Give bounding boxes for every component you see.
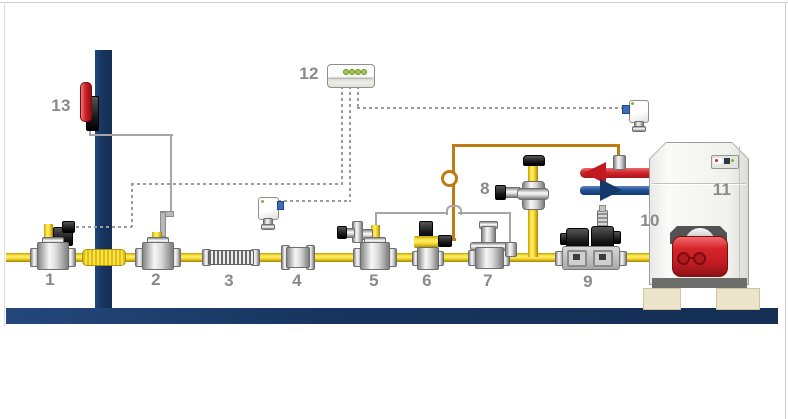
- flex-connector-body: [208, 250, 254, 265]
- label-13: 13: [51, 96, 71, 115]
- valve1-stem: [44, 224, 53, 239]
- signal-line-panel-to-sensor: [278, 200, 351, 202]
- boiler-display-window: [713, 158, 723, 164]
- control-panel-led: [361, 69, 367, 75]
- signal-line-panel-to-sensor: [349, 86, 351, 202]
- capillary-line: [452, 184, 455, 240]
- return-arrow-right-icon: [600, 179, 622, 201]
- signal-line-panel-to-boiler-sensor: [357, 107, 625, 109]
- cable-switch-to-valve2: [170, 134, 172, 213]
- valve5-riser: [371, 225, 380, 244]
- signal-line-panel-to-valve1: [131, 183, 133, 227]
- boiler-side-seam: [739, 146, 740, 283]
- label-5: 5: [369, 271, 379, 290]
- control-panel-led: [343, 69, 349, 75]
- control-panel-box: [327, 64, 375, 88]
- label-10: 10: [640, 211, 660, 230]
- valve6-capillary-port: [438, 235, 452, 247]
- capillary-line: [452, 147, 455, 173]
- riser-end-cap: [523, 155, 545, 166]
- impulse-tap-fitting: [505, 242, 517, 257]
- gas-main-pipe: [6, 253, 676, 262]
- coupling-body: [286, 247, 310, 268]
- gas-valve9-window-inner: [573, 254, 580, 260]
- valve1-solenoid-cap: [62, 221, 75, 233]
- valve5-body: [360, 242, 390, 270]
- valve8-tip: [495, 185, 506, 200]
- valve1-body: [37, 242, 69, 270]
- label-2: 2: [151, 270, 161, 289]
- valve8-flange: [517, 188, 549, 200]
- gauge-tip: [337, 226, 347, 239]
- control-panel-led: [355, 69, 361, 75]
- boiler-display-screen: [724, 158, 730, 164]
- label-9: 9: [583, 272, 593, 291]
- emergency-switch-handle: [80, 82, 92, 122]
- wall-sleeve: [82, 249, 126, 266]
- impulse-line-crossover: [446, 205, 462, 215]
- impulse-line: [458, 212, 511, 214]
- gas-sensor-connector: [277, 201, 284, 210]
- label-7: 7: [483, 271, 493, 290]
- boiler-display-red-led: [715, 159, 718, 162]
- floor: [6, 308, 778, 324]
- signal-line-panel-to-valve1: [131, 183, 343, 185]
- flow-arrow-left-icon: [584, 162, 606, 184]
- signal-line-panel-to-valve1: [70, 226, 132, 228]
- valve6-body: [417, 247, 439, 270]
- signal-line-panel-to-boiler-sensor: [357, 86, 359, 109]
- valve2-body: [142, 242, 174, 270]
- boiler-panel-seam: [652, 183, 746, 184]
- wall: [95, 50, 112, 308]
- capillary-line: [452, 144, 620, 147]
- label-1: 1: [45, 270, 55, 289]
- boiler-sensor-led: [631, 102, 634, 105]
- valve2-stem: [152, 232, 162, 240]
- impulse-line: [509, 212, 511, 244]
- impulse-line: [375, 212, 377, 227]
- flow-pipe-red: [580, 168, 656, 178]
- boiler-sensor-connector: [622, 105, 630, 114]
- boiler-sensor-foot: [632, 126, 646, 132]
- burner-sight-glass: [677, 252, 690, 265]
- label-4: 4: [292, 271, 302, 290]
- boiler-panel-seam: [652, 184, 746, 185]
- valve6-tee: [414, 236, 439, 248]
- frame-top-border: [0, 2, 788, 3]
- gas-valve9-window-inner: [599, 254, 606, 260]
- label-8: 8: [480, 179, 490, 198]
- label-6: 6: [422, 271, 432, 290]
- burner-sight-bar: [683, 257, 699, 259]
- label-11: 11: [712, 180, 732, 199]
- signal-line-panel-to-valve1: [341, 86, 343, 184]
- gas-sensor-foot: [261, 224, 275, 230]
- boiler-foot-right: [716, 288, 760, 310]
- capillary-loop: [441, 170, 458, 187]
- boiler-display-green-led: [731, 159, 734, 162]
- capillary-line: [617, 146, 620, 158]
- control-panel-groove: [329, 78, 372, 79]
- frame-left-border: [4, 2, 5, 326]
- boiler-foot-left: [643, 288, 681, 310]
- regulator-body: [475, 247, 504, 269]
- capillary-pipe-fitting: [613, 155, 626, 170]
- frame-right-border: [785, 2, 786, 419]
- gas-sensor-led: [261, 200, 264, 203]
- boiler-base: [652, 278, 747, 288]
- cable-switch-to-valve2: [89, 134, 173, 136]
- control-panel-led: [349, 69, 355, 75]
- label-3: 3: [224, 271, 234, 290]
- burner-sight-glass: [693, 252, 706, 265]
- label-12: 12: [299, 64, 319, 83]
- valve2-riser-pipe: [160, 212, 166, 237]
- gas-valve9-stem-tip: [599, 205, 606, 212]
- impulse-line: [375, 212, 447, 214]
